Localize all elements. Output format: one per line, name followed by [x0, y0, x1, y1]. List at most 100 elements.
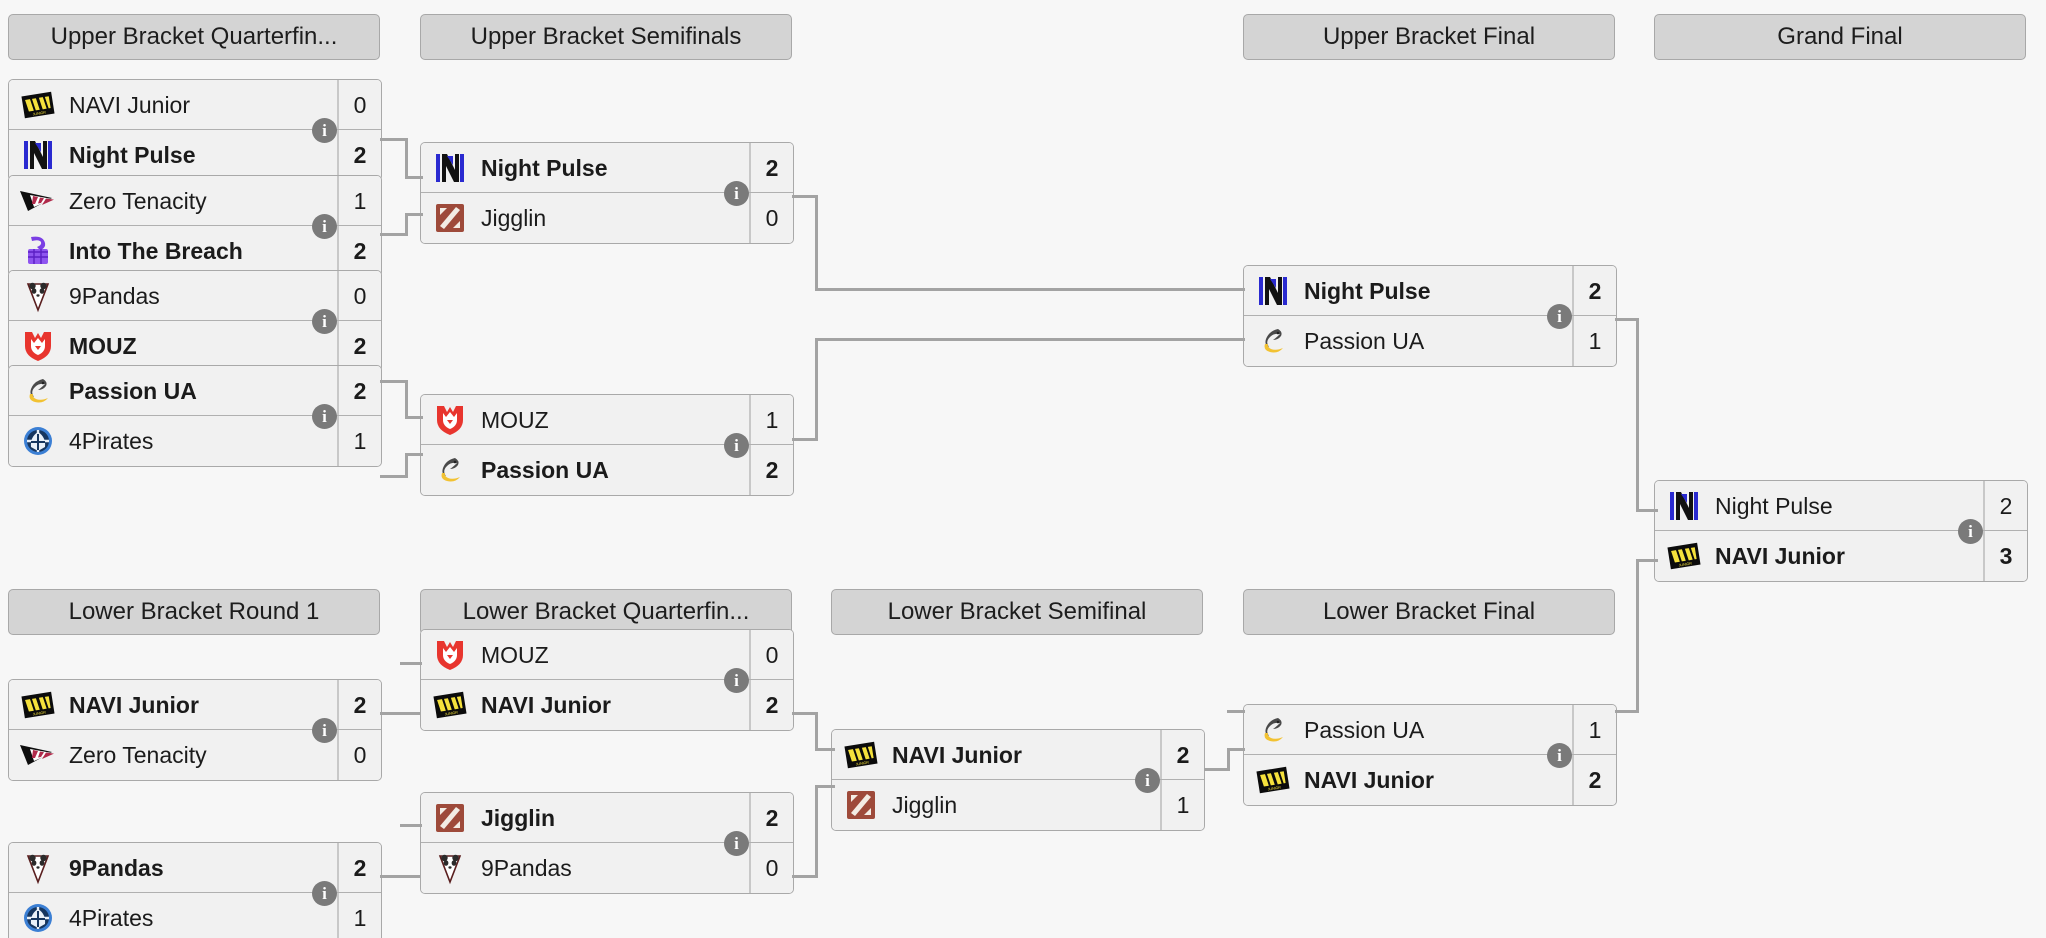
match-lbr1-a[interactable]: JUNIOR NAVI Junior 2 i Zero Tenacity 0	[8, 679, 382, 781]
connector	[815, 785, 835, 788]
connector	[380, 138, 408, 141]
connector	[815, 288, 1245, 291]
team-score: 1	[749, 395, 793, 445]
team-score: 2	[337, 680, 381, 730]
connector	[400, 824, 422, 827]
connector	[1227, 710, 1245, 713]
svg-text:JUNIOR: JUNIOR	[444, 710, 458, 716]
connector	[815, 195, 818, 290]
connector	[405, 453, 408, 477]
team-name: Zero Tenacity	[69, 741, 207, 768]
team-score: 2	[337, 843, 381, 893]
connector	[815, 748, 835, 751]
connector	[792, 438, 818, 441]
team-score: 2	[337, 226, 381, 276]
team-name: Jigglin	[892, 791, 958, 818]
match-grand-final[interactable]: Night Pulse 2 i JUNIOR NAVI Junior 3	[1654, 480, 2028, 582]
team-score: 2	[749, 793, 793, 843]
match-info-icon[interactable]: i	[724, 668, 749, 693]
connector	[405, 215, 408, 235]
round-header-upper-semifinals[interactable]: Upper Bracket Semifinals	[420, 14, 792, 60]
team-name: NAVI Junior	[481, 691, 611, 718]
round-header-grand-final[interactable]: Grand Final	[1654, 14, 2026, 60]
match-ubqf4[interactable]: Passion UA 2 i 4Pirates 1	[8, 365, 382, 467]
team-name: Night Pulse	[1715, 492, 1833, 519]
match-lower-bracket-final[interactable]: Passion UA 1 i JUNIOR NAVI Junior 2	[1243, 704, 1617, 806]
match-info-icon[interactable]: i	[1547, 304, 1572, 329]
connector	[405, 380, 408, 418]
connector	[1636, 509, 1658, 512]
connector	[380, 233, 408, 236]
connector	[1227, 748, 1245, 751]
match-ubsf1[interactable]: Night Pulse 2 i Jigglin 0	[420, 142, 794, 244]
match-row-bottom[interactable]: Passion UA 1	[1244, 316, 1616, 366]
connector	[1227, 748, 1230, 770]
connector	[380, 875, 420, 878]
team-logo-jigglin	[427, 793, 473, 843]
team-score: 2	[337, 366, 381, 416]
team-name: NAVI Junior	[892, 741, 1022, 768]
team-score: 1	[337, 893, 381, 938]
match-upper-bracket-final[interactable]: Night Pulse 2 i Passion UA 1	[1243, 265, 1617, 367]
round-header-upper-quarterfinals[interactable]: Upper Bracket Quarterfin...	[8, 14, 380, 60]
team-logo-navi-junior: JUNIOR	[15, 680, 61, 730]
team-name: Night Pulse	[1304, 277, 1431, 304]
match-ubqf3[interactable]: 9Pandas 0 i MOUZ 2	[8, 270, 382, 372]
team-logo-navi-junior: JUNIOR	[427, 680, 473, 730]
team-logo-passion-ua	[427, 445, 473, 495]
round-header-upper-final[interactable]: Upper Bracket Final	[1243, 14, 1615, 60]
round-header-lower-semifinal[interactable]: Lower Bracket Semifinal	[831, 589, 1203, 635]
team-logo-mouz	[427, 630, 473, 680]
team-name: MOUZ	[481, 406, 549, 433]
match-info-icon[interactable]: i	[1547, 743, 1572, 768]
match-info-icon[interactable]: i	[312, 718, 337, 743]
team-logo-navi-junior: JUNIOR	[15, 80, 61, 130]
team-score: 3	[1983, 531, 2027, 581]
match-lower-bracket-semifinal[interactable]: JUNIOR NAVI Junior 2 i Jigglin 1	[831, 729, 1205, 831]
team-logo-navi-junior: JUNIOR	[1661, 531, 1707, 581]
match-info-icon[interactable]: i	[724, 433, 749, 458]
connector	[792, 875, 818, 878]
connector	[1615, 318, 1639, 321]
team-logo-night-pulse	[427, 143, 473, 193]
team-logo-zero-tenacity	[15, 176, 61, 226]
match-lbqf-b[interactable]: Jigglin 2 i 9Pandas 0	[420, 792, 794, 894]
team-name: 9Pandas	[481, 854, 572, 881]
connector	[815, 785, 818, 877]
match-lbr1-b[interactable]: 9Pandas 2 i 4Pirates 1	[8, 842, 382, 938]
team-name: Night Pulse	[481, 154, 608, 181]
match-info-icon[interactable]: i	[312, 404, 337, 429]
match-ubqf1[interactable]: JUNIOR NAVI Junior 0 i Night Pulse 2	[8, 79, 382, 181]
team-score: 1	[337, 176, 381, 226]
match-row-top[interactable]: Jigglin 2	[421, 793, 793, 845]
match-info-icon[interactable]: i	[1135, 768, 1160, 793]
team-score: 0	[337, 271, 381, 321]
connector	[405, 213, 423, 216]
match-lbqf-a[interactable]: MOUZ 0 i JUNIOR NAVI Junior 2	[420, 629, 794, 731]
team-name: Passion UA	[69, 377, 197, 404]
match-info-icon[interactable]: i	[724, 181, 749, 206]
match-ubqf2[interactable]: Zero Tenacity 1 i Into The Breach 2	[8, 175, 382, 277]
team-name: Zero Tenacity	[69, 187, 207, 214]
match-info-icon[interactable]: i	[312, 309, 337, 334]
connector	[1636, 559, 1639, 712]
team-name: Night Pulse	[69, 141, 196, 168]
match-info-icon[interactable]: i	[1958, 519, 1983, 544]
team-score: 1	[337, 416, 381, 466]
match-info-icon[interactable]: i	[724, 831, 749, 856]
team-score: 2	[1983, 481, 2027, 531]
match-info-icon[interactable]: i	[312, 881, 337, 906]
team-name: 4Pirates	[69, 904, 154, 931]
match-info-icon[interactable]: i	[312, 118, 337, 143]
team-logo-jigglin	[427, 193, 473, 243]
connector	[792, 195, 818, 198]
match-info-icon[interactable]: i	[312, 214, 337, 239]
connector	[815, 338, 818, 440]
round-header-lower-final[interactable]: Lower Bracket Final	[1243, 589, 1615, 635]
round-header-lower-quarterfinals[interactable]: Lower Bracket Quarterfin...	[420, 589, 792, 635]
match-ubsf2[interactable]: MOUZ 1 i Passion UA 2	[420, 394, 794, 496]
connector	[1204, 768, 1230, 771]
round-header-lower-round-1[interactable]: Lower Bracket Round 1	[8, 589, 380, 635]
match-row-top[interactable]: MOUZ 1	[421, 395, 793, 447]
